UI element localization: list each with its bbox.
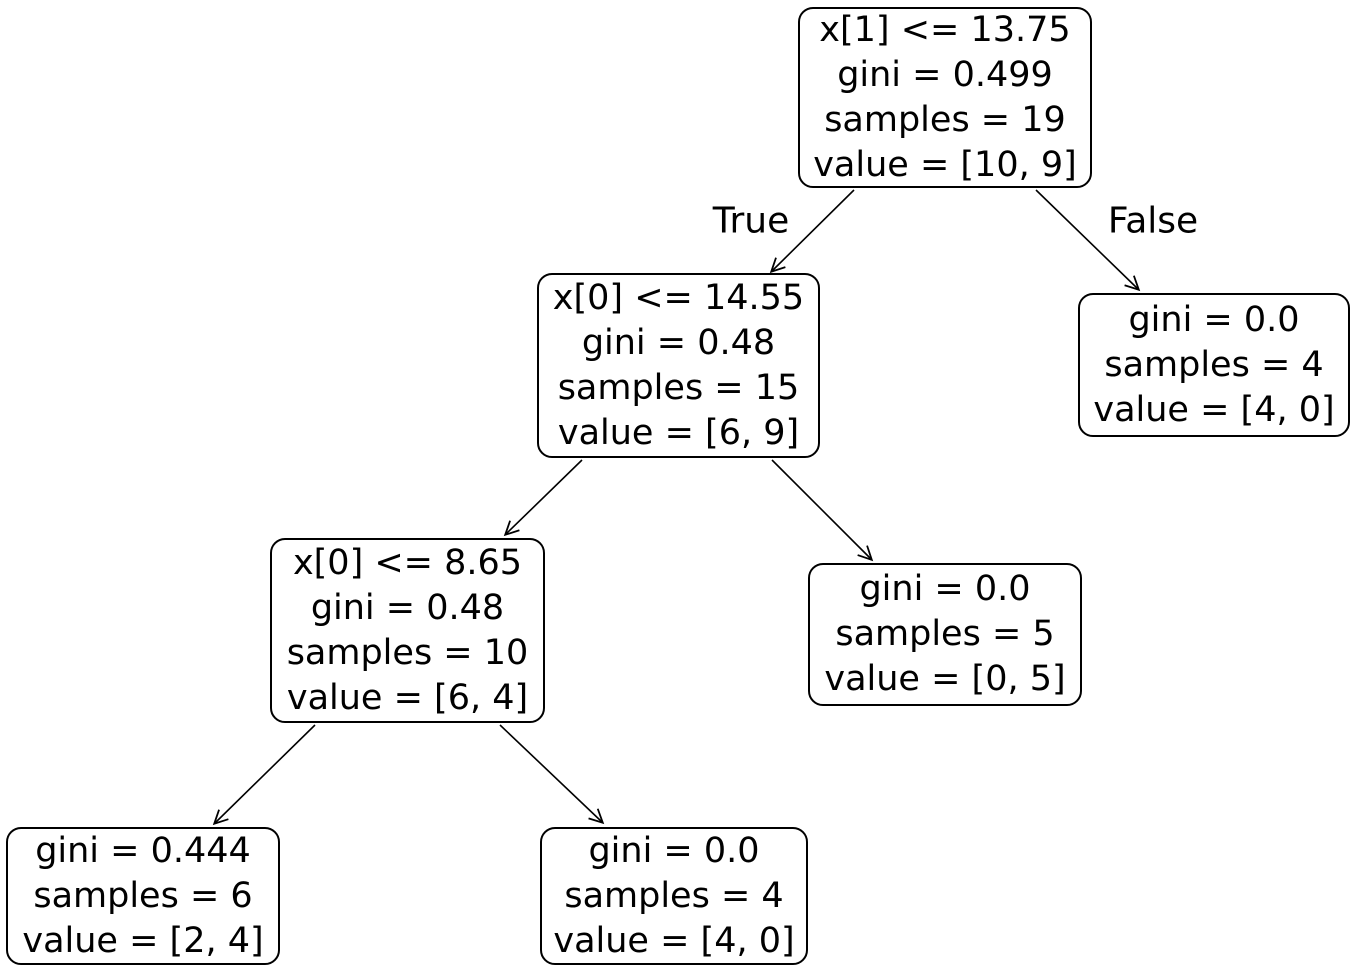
node-line-gini: gini = 0.48	[581, 322, 776, 363]
tree-node-2-leaf: gini = 0.0 samples = 4 value = [4, 0]	[1078, 293, 1350, 437]
node-line-gini: gini = 0.499	[837, 54, 1053, 95]
tree-node-6-leaf: gini = 0.0 samples = 4 value = [4, 0]	[540, 827, 808, 965]
node-line-value: value = [6, 9]	[557, 412, 800, 453]
node-line-condition: x[1] <= 13.75	[819, 9, 1071, 50]
tree-node-3-split: x[0] <= 8.65 gini = 0.48 samples = 10 va…	[270, 538, 545, 723]
node-line-samples: samples = 4	[1104, 344, 1324, 385]
edge-node3-node6	[499, 724, 605, 825]
node-line-value: value = [4, 0]	[553, 920, 795, 961]
tree-node-4-leaf: gini = 0.0 samples = 5 value = [0, 5]	[808, 563, 1082, 706]
node-line-samples: samples = 4	[564, 875, 784, 916]
node-line-value: value = [2, 4]	[22, 920, 264, 961]
node-line-samples: samples = 5	[835, 614, 1055, 654]
node-line-gini: gini = 0.0	[588, 830, 760, 871]
node-line-samples: samples = 19	[824, 99, 1066, 140]
edge-node1-node4	[771, 459, 874, 562]
edge-node3-node5	[212, 724, 316, 826]
tree-node-root: x[1] <= 13.75 gini = 0.499 samples = 19 …	[798, 7, 1092, 188]
tree-node-1-split: x[0] <= 14.55 gini = 0.48 samples = 15 v…	[537, 273, 820, 458]
node-line-samples: samples = 10	[286, 632, 529, 673]
node-line-condition: x[0] <= 8.65	[292, 542, 523, 583]
node-line-gini: gini = 0.0	[859, 569, 1031, 609]
node-line-samples: samples = 6	[33, 875, 253, 916]
edge-label-false: False	[1107, 200, 1199, 242]
edge-label-true: True	[712, 200, 790, 242]
node-line-value: value = [0, 5]	[824, 659, 1066, 699]
node-line-gini: gini = 0.0	[1128, 299, 1300, 340]
node-line-condition: x[0] <= 14.55	[552, 277, 805, 318]
edge-node0-node1	[769, 189, 855, 274]
node-line-value: value = [6, 4]	[286, 677, 529, 718]
tree-node-5-leaf: gini = 0.444 samples = 6 value = [2, 4]	[6, 827, 280, 965]
edge-node1-node3	[503, 459, 583, 537]
node-line-value: value = [4, 0]	[1093, 389, 1335, 430]
node-line-gini: gini = 0.444	[35, 830, 251, 871]
edge-node0-node2	[1035, 189, 1141, 292]
node-line-value: value = [10, 9]	[813, 144, 1077, 185]
node-line-gini: gini = 0.48	[310, 587, 505, 628]
node-line-samples: samples = 15	[557, 367, 800, 408]
